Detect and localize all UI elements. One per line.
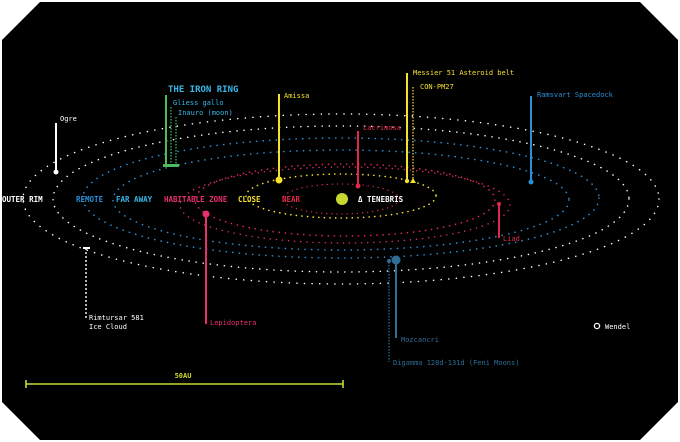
label-messier: Messier 51 Asteroid belt	[413, 69, 514, 77]
label-digamma: Digamma 128d-131d (Feni Moons)	[393, 359, 519, 367]
amissa-planet	[275, 176, 283, 184]
label-con-pm27: CON-PM27	[420, 83, 454, 91]
label-inauro: Inauro (moon)	[178, 109, 233, 117]
digamma-moon	[387, 259, 391, 263]
label-ramsvart: Ramsvart Spacedock	[537, 91, 614, 99]
label-liad: Liad	[503, 235, 520, 243]
orbit-habitable-outer	[179, 166, 511, 244]
orbit-outer-rim-1	[52, 125, 630, 273]
label-mozcancri: Mozcancri	[401, 336, 439, 344]
label-amissa: Amissa	[284, 92, 309, 100]
lacrimosa-planet	[355, 183, 361, 189]
zone-habitable: HABITABLE ZONE	[164, 195, 228, 204]
zone-near: NEAR	[282, 195, 301, 204]
star-tenebris	[336, 193, 348, 205]
orbit-outer-rim-2	[22, 113, 660, 285]
zone-labels: OUTER RIM REMOTE FAR AWAY HABITABLE ZONE…	[2, 195, 404, 204]
mozcancri-planet	[391, 255, 401, 265]
liad-planet	[497, 202, 501, 206]
label-lacrimosa: Lacrimosa	[363, 124, 401, 132]
label-lepidoptera: Lepidoptera	[210, 319, 256, 327]
callout-lines	[55, 73, 532, 362]
label-rimtursar-2: Ice Cloud	[89, 323, 127, 331]
scale-bar: 50AU	[25, 372, 344, 388]
star-label: Δ TENEBRIS	[358, 195, 404, 204]
orbit-near	[282, 183, 400, 215]
label-rimtursar-1: Rimtursar 581	[89, 314, 144, 322]
ogre-planet	[53, 169, 59, 175]
orbit-habitable-inner	[194, 163, 496, 237]
messier-marker	[404, 178, 410, 184]
zone-outer-rim: OUTER RIM	[2, 195, 43, 204]
label-wendel: Wendel	[605, 323, 630, 331]
con-pm27-marker	[410, 178, 416, 183]
label-ogre: Ogre	[60, 115, 77, 123]
orbit-remote	[82, 137, 600, 259]
ramsvart-marker	[528, 179, 534, 185]
iron-ring-marker	[163, 164, 179, 167]
zone-remote: REMOTE	[76, 195, 104, 204]
label-iron-ring: THE IRON RING	[168, 85, 238, 95]
zone-far-away: FAR AWAY	[116, 195, 153, 204]
scale-bar-label: 50AU	[175, 372, 192, 380]
zone-close: CLOSE	[238, 195, 261, 204]
celestial-bodies	[53, 164, 601, 330]
lepidoptera-planet	[202, 210, 210, 218]
wendel-planet	[593, 322, 601, 330]
orbit-far-away	[112, 149, 570, 251]
orbit-close	[245, 173, 437, 219]
orbit-rings	[22, 113, 660, 285]
object-labels: THE IRON RING Gliess gallo Inauro (moon)…	[60, 69, 630, 367]
label-gliess-gallo: Gliess gallo	[173, 99, 224, 107]
